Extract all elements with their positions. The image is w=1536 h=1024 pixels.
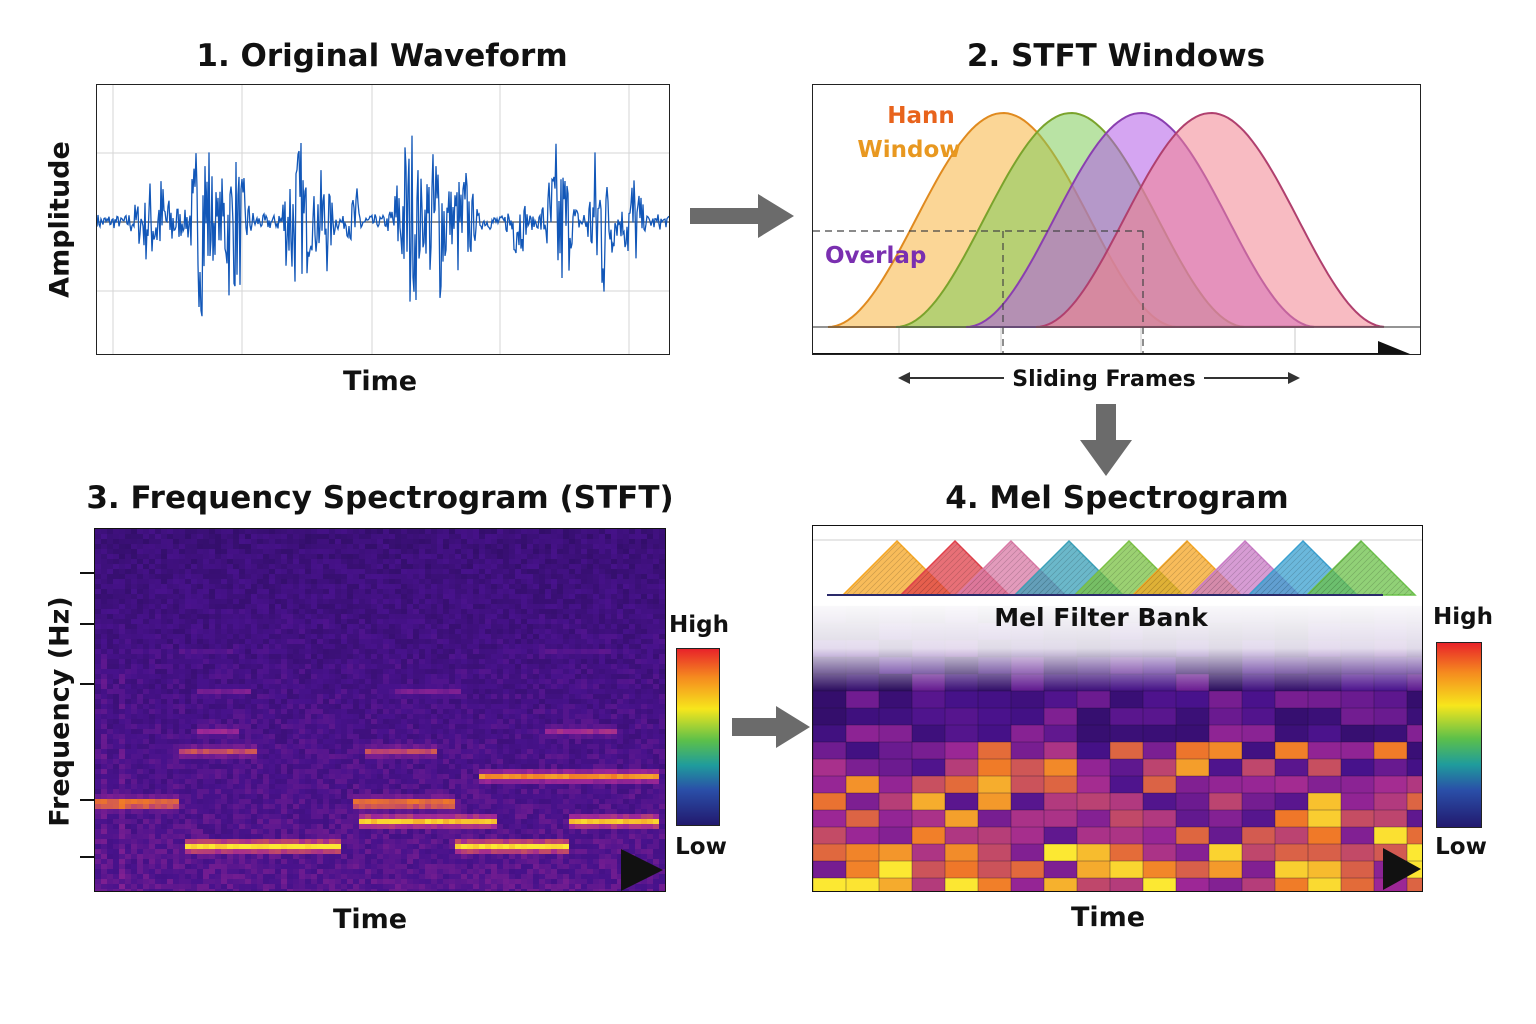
right-arrowhead-icon <box>1288 372 1300 384</box>
waveform-ylabel: Amplitude <box>44 141 76 298</box>
left-arrowhead-icon <box>898 372 910 384</box>
waveform-svg <box>97 85 669 354</box>
spectrogram-xlabel: Time <box>332 904 408 935</box>
waveform-xlabel: Time <box>342 366 418 397</box>
mel-spectrogram-title: 4. Mel Spectrogram <box>945 480 1289 516</box>
spectrogram-colorbar <box>676 648 720 826</box>
mel-xlabel: Time <box>1070 902 1146 933</box>
time-arrowhead-icon <box>1378 341 1410 354</box>
waveform-title: 1. Original Waveform <box>196 38 568 74</box>
mel-cbar-high: High <box>1433 604 1493 630</box>
hann-window-label-line2: Window <box>857 137 960 163</box>
mel-colorbar <box>1436 642 1482 828</box>
stft-windows-plot: Hann Window Overlap <box>812 84 1421 355</box>
waveform-plot <box>96 84 670 355</box>
mel-filter-bank-label: Mel Filter Bank <box>994 603 1209 632</box>
arrow-right-icon <box>690 194 794 238</box>
spectrogram-ylabel: Frequency (Hz) <box>44 596 76 827</box>
hann-window-4 <box>1035 111 1385 328</box>
sliding-frames-indicator: Sliding Frames <box>898 367 1300 392</box>
hann-window-label-line1: Hann <box>887 103 955 129</box>
waveform-line <box>97 135 669 317</box>
stft-windows-svg: Hann Window Overlap <box>813 103 1420 354</box>
stft-windows-title: 2. STFT Windows <box>966 38 1266 74</box>
stft-spectrogram-svg <box>95 529 665 891</box>
arrow-down-icon <box>1080 404 1132 476</box>
arrow-right-icon <box>732 706 810 748</box>
time-arrowhead-icon <box>621 849 663 891</box>
mel-cbar-low: Low <box>1435 834 1487 860</box>
spectrogram-cbar-low: Low <box>675 834 727 860</box>
stft-spectrogram-plot <box>94 528 666 892</box>
mel-spectrogram-svg: Mel Filter Bank <box>813 526 1422 891</box>
spectrogram-cbar-high: High <box>669 612 729 638</box>
sliding-frames-label: Sliding Frames <box>1012 367 1196 392</box>
mel-spectrogram-plot: Mel Filter Bank <box>812 525 1423 892</box>
spectrogram-title: 3. Frequency Spectrogram (STFT) <box>86 480 674 516</box>
overlap-label: Overlap <box>825 243 926 269</box>
frequency-ticks <box>80 572 96 858</box>
time-arrowhead-icon <box>1383 848 1421 890</box>
